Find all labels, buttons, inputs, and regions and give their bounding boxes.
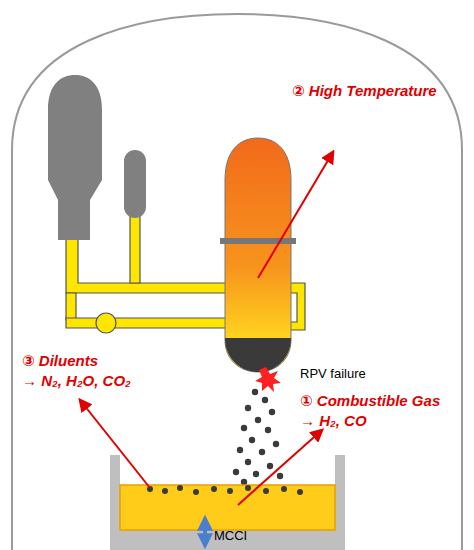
debris-dot [255, 417, 261, 423]
debris-dot [245, 459, 251, 465]
containment-outline [12, 14, 462, 550]
coolant-pump [96, 313, 116, 333]
debris-dot [265, 427, 271, 433]
temperature-arrow [258, 152, 333, 278]
mcci-arrow [203, 518, 207, 546]
debris-dot [249, 437, 255, 443]
molten-corium [120, 485, 335, 530]
reactor-cavity [110, 455, 345, 550]
debris-dot [259, 449, 265, 455]
debris-dot [245, 405, 251, 411]
debris-dot [162, 488, 168, 494]
failure-label: RPV failure [300, 366, 366, 382]
debris-dot [227, 488, 233, 494]
diluents-species: → N₂, H₂O, CO₂ [22, 372, 131, 390]
steam-generator [48, 75, 102, 240]
diluents-label: ③ Diluents [22, 352, 98, 370]
mcci-label: MCCI [214, 528, 247, 544]
core-debris [225, 338, 291, 372]
debris-dot [211, 486, 217, 492]
debris-dot [252, 389, 258, 395]
debris-dot [253, 471, 259, 477]
diluents-arrow [80, 400, 150, 488]
debris-dot [177, 485, 183, 491]
corium-particles [147, 485, 303, 495]
debris-dot [262, 397, 268, 403]
temperature-label: ② High Temperature [292, 82, 437, 100]
combustible-arrow [238, 430, 322, 505]
debris-dot [273, 441, 279, 447]
debris-dot [241, 479, 247, 485]
debris-dot [193, 489, 199, 495]
debris-dot [269, 409, 275, 415]
debris-dot [237, 447, 243, 453]
debris-dot [297, 489, 303, 495]
debris-dot [281, 486, 287, 492]
combustible-label: ① Combustible Gas [300, 392, 440, 410]
pressurizer [124, 150, 146, 218]
debris-dot [277, 473, 283, 479]
failure-burst [255, 367, 281, 392]
debris-dot [263, 488, 269, 494]
debris-dot [233, 469, 239, 475]
debris-dot [241, 425, 247, 431]
vessel-flange [220, 238, 296, 244]
debris-dot [267, 463, 273, 469]
reactor-vessel [225, 138, 291, 372]
combustible-species: → H₂, CO [300, 412, 367, 430]
debris-dot [245, 485, 251, 491]
